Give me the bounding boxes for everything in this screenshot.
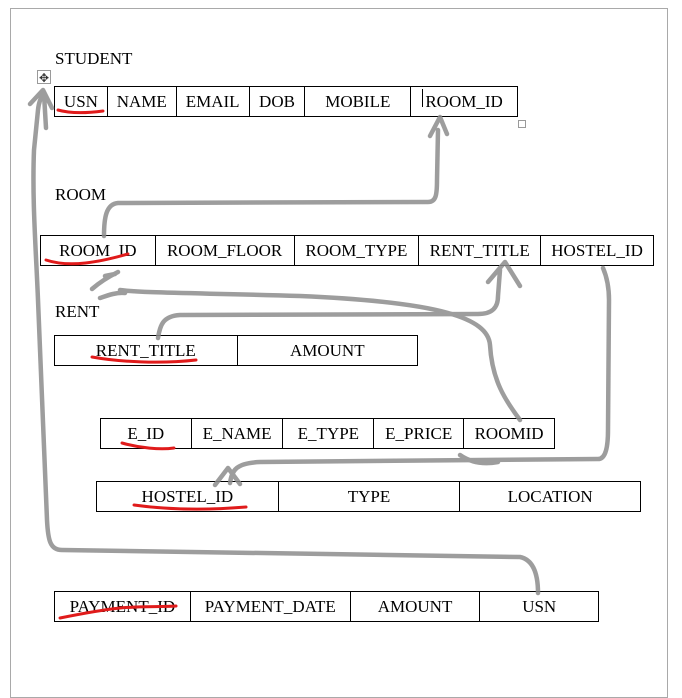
table-move-handle-icon[interactable]: ✥ — [37, 70, 51, 85]
student-col-email: EMAIL — [175, 86, 250, 117]
student-table-title: STUDENT — [55, 49, 133, 68]
rent-table: RENT_TITLE AMOUNT — [54, 335, 419, 366]
student-col-room-id: ROOM_ID — [410, 86, 518, 117]
room-table-title: ROOM — [55, 185, 107, 204]
student-table: USN NAME EMAIL DOB MOBILE ROOM_ID — [54, 86, 518, 117]
room-table: ROOM_ID ROOM_FLOOR ROOM_TYPE RENT_TITLE … — [40, 235, 654, 266]
equip-col-e-name: E_NAME — [190, 418, 284, 449]
payment-col-usn: USN — [479, 591, 599, 622]
rent-col-rent-title: RENT_TITLE — [54, 335, 238, 366]
payment-col-amount: AMOUNT — [349, 591, 481, 622]
equip-col-e-id: E_ID — [100, 418, 192, 449]
text-cursor — [422, 89, 423, 107]
hostel-col-location: LOCATION — [459, 481, 641, 512]
room-col-room-floor: ROOM_FLOOR — [154, 235, 295, 266]
equipment-table: E_ID E_NAME E_TYPE E_PRICE ROOMID — [100, 418, 555, 449]
payment-col-payment-id: PAYMENT_ID — [54, 591, 191, 622]
equip-col-e-type: E_TYPE — [282, 418, 375, 449]
student-col-dob: DOB — [248, 86, 306, 117]
student-col-mobile: MOBILE — [304, 86, 412, 117]
student-col-name: NAME — [106, 86, 177, 117]
rent-col-amount: AMOUNT — [236, 335, 419, 366]
room-col-hostel-id: HOSTEL_ID — [540, 235, 654, 266]
equip-col-e-price: E_PRICE — [373, 418, 465, 449]
payment-table: PAYMENT_ID PAYMENT_DATE AMOUNT USN — [54, 591, 599, 622]
room-col-room-type: ROOM_TYPE — [293, 235, 420, 266]
student-col-usn: USN — [54, 86, 108, 117]
table-resize-handle-icon[interactable] — [518, 120, 526, 128]
hostel-col-type: TYPE — [277, 481, 461, 512]
hostel-col-hostel-id: HOSTEL_ID — [96, 481, 279, 512]
room-col-room-id: ROOM_ID — [40, 235, 156, 266]
equip-col-roomid: ROOMID — [463, 418, 555, 449]
rent-table-title: RENT — [55, 302, 100, 321]
hostel-table: HOSTEL_ID TYPE LOCATION — [96, 481, 641, 512]
payment-col-payment-date: PAYMENT_DATE — [189, 591, 351, 622]
room-col-rent-title: RENT_TITLE — [418, 235, 542, 266]
